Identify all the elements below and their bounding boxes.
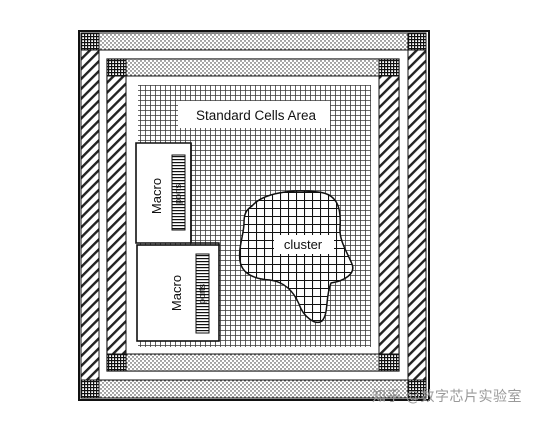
inner-corner-top-right [378,58,400,77]
inner-corner-bottom-right [378,353,400,372]
macro-top-ports-label: ports [173,183,183,204]
pad-ring-top [98,32,409,51]
pad-ring-bottom [98,379,409,399]
inner-ring-top [125,58,380,77]
inner-ring-left [106,75,127,355]
inner-corner-bottom-left [106,353,127,372]
macro-top: Macro ports [135,142,192,244]
macro-bottom-ports [195,253,210,334]
corner-pad-top-left [80,32,100,51]
inner-corner-top-left [106,58,127,77]
standard-cells-label-box: Standard Cells Area [178,101,330,128]
pad-ring-right [407,49,427,381]
macro-spacer [190,143,220,245]
macro-bottom-label: Macro [169,275,184,311]
standard-cells-label: Standard Cells Area [196,108,317,123]
cluster-region: cluster [238,190,354,323]
macro-top-ports [171,154,186,231]
macro-bottom: Macro ports [136,244,220,342]
watermark: 知乎 @数字芯片实验室 [372,389,522,405]
inner-ring-bottom [125,353,380,372]
inner-ring-right [378,75,400,355]
corner-pad-bottom-right [407,379,427,399]
corner-pad-top-right [407,32,427,51]
macro-bottom-ports-label: ports [197,283,207,304]
corner-pad-bottom-left [80,379,100,399]
pad-ring-left [80,49,100,381]
macro-top-label: Macro [149,178,164,214]
cluster-label: cluster [284,237,323,252]
